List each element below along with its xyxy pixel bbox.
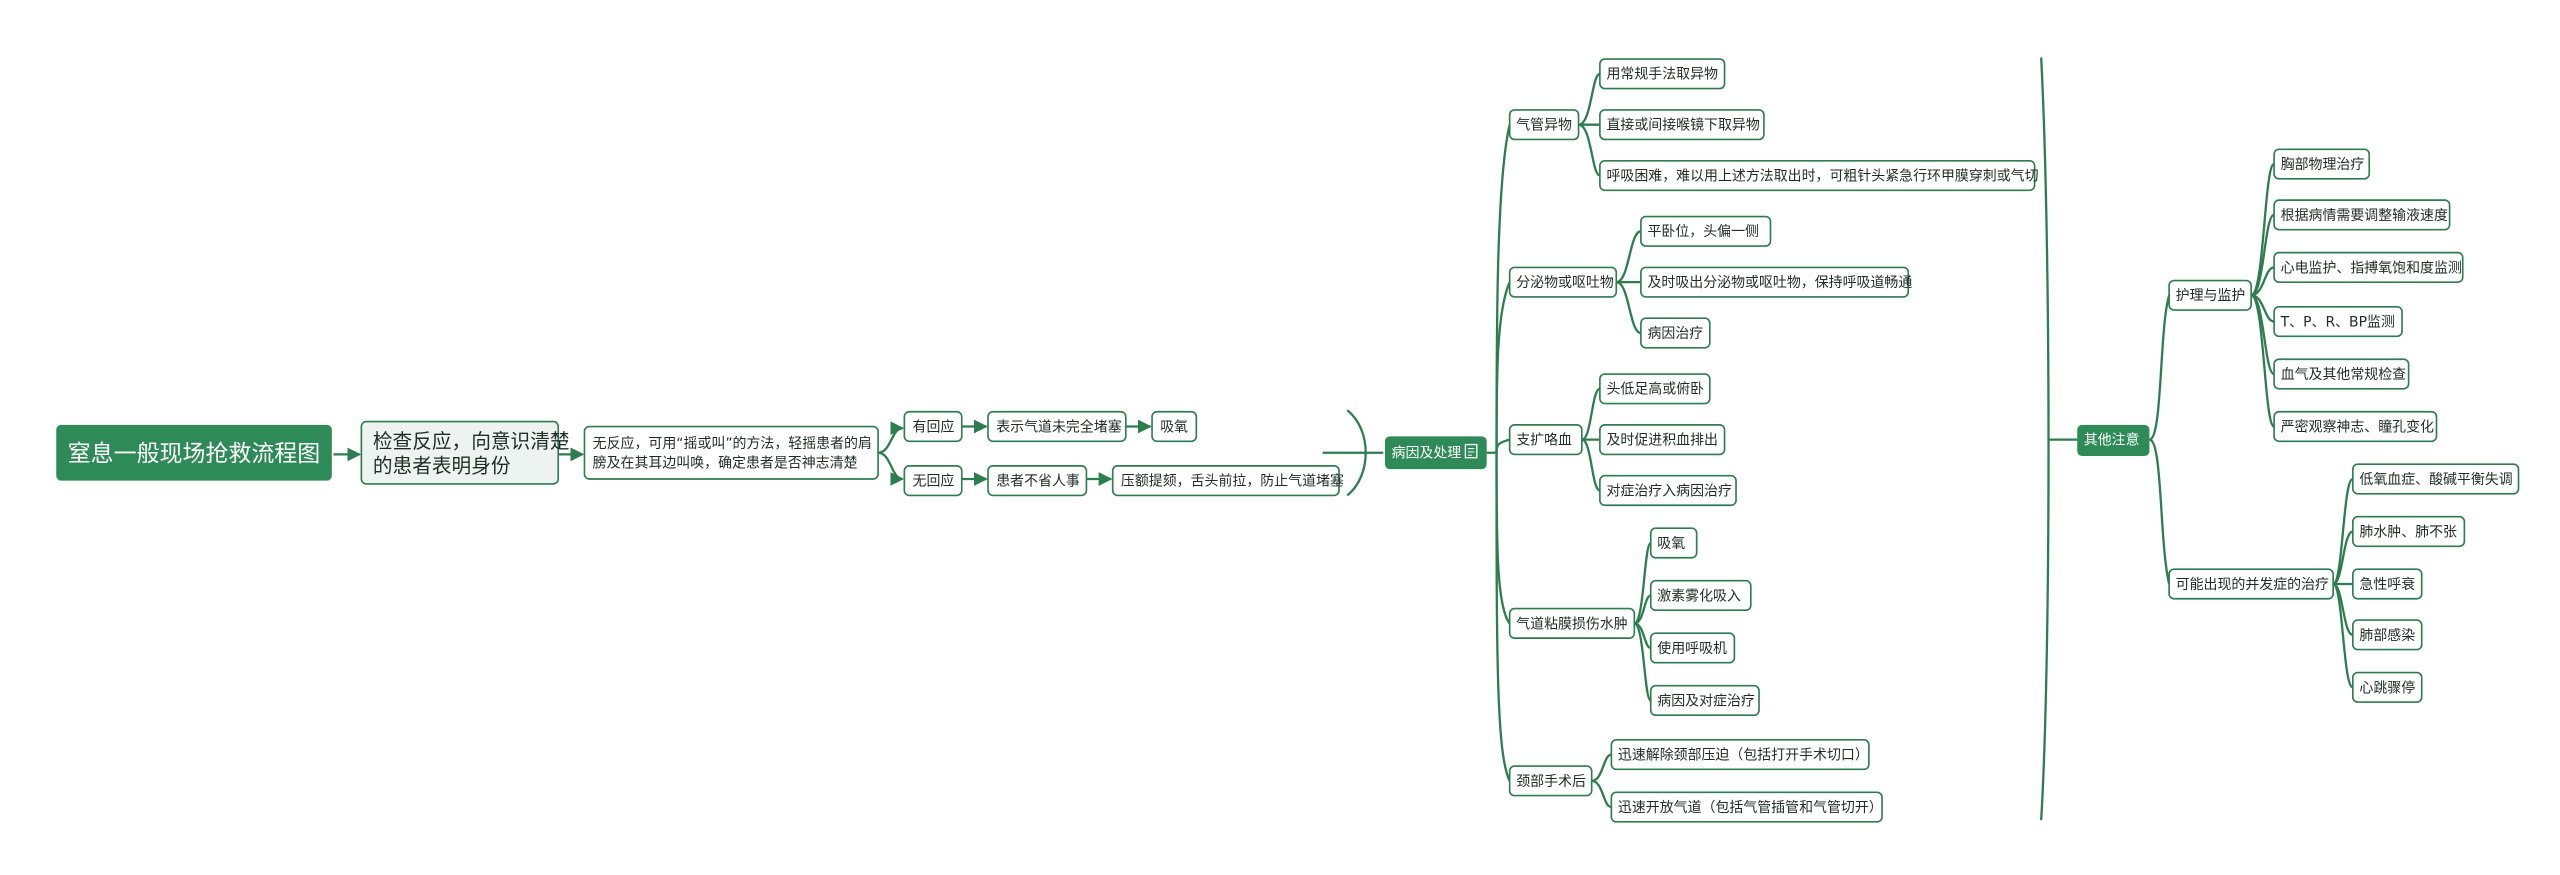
- cause-item[interactable]: 病因及对症治疗: [1649, 684, 1760, 717]
- notes-item[interactable]: 心跳骤停: [2352, 671, 2423, 703]
- cause-item-label: 迅速开放气道（包括气管插管和气管切开）: [1618, 800, 1883, 816]
- notes-item-label: 肺部感染: [2359, 627, 2415, 644]
- cause-item-label: 吸氧: [1657, 536, 1685, 552]
- note-icon: [1464, 443, 1478, 459]
- responsive-label: 有回应: [913, 418, 955, 435]
- responsive-next-node[interactable]: 表示气道未完全堵塞: [987, 410, 1127, 443]
- cause-node[interactable]: 病因及处理: [1384, 436, 1487, 470]
- cause-item[interactable]: 使用呼吸机: [1649, 632, 1736, 664]
- responsive-action-label: 吸氧: [1160, 419, 1188, 435]
- notes-item-label: 急性呼衰: [2359, 576, 2415, 593]
- cause-item-label: 用常规手法取异物: [1606, 67, 1718, 83]
- cause-item-label: 激素雾化吸入: [1657, 587, 1741, 604]
- notes-item-label: 低氧血症、酸碱平衡失调: [2359, 472, 2512, 488]
- cause-item[interactable]: 及时吸出分泌物或呕吐物，保持呼吸道畅通: [1640, 266, 1912, 298]
- notes-item[interactable]: 肺部感染: [2352, 619, 2423, 651]
- cause-item[interactable]: 用常规手法取异物: [1599, 58, 1726, 90]
- notes-item-label: 根据病情需要调整输液速度: [2281, 208, 2448, 224]
- cause-group-hemoptysis[interactable]: 支扩咯血: [1508, 424, 1583, 456]
- notes-item[interactable]: 根据病情需要调整输液速度: [2273, 199, 2451, 231]
- cause-group-label: 气管异物: [1516, 118, 1572, 134]
- cause-item-label: 及时吸出分泌物或呕吐物，保持呼吸道畅通: [1647, 275, 1912, 291]
- method-label-line2: 膀及在其耳边叫唤，确定患者是否神志清楚: [593, 455, 858, 472]
- cause-group-label: 气道粘膜损伤水肿: [1516, 616, 1628, 632]
- notes-item[interactable]: T、P、R、BP监测: [2273, 305, 2403, 338]
- cause-item[interactable]: 迅速开放气道（包括气管插管和气管切开）: [1610, 791, 1883, 823]
- notes-item-label: T、P、R、BP监测: [2280, 314, 2395, 330]
- unresponsive-node[interactable]: 无回应: [903, 465, 963, 497]
- notes-item-label: 胸部物理治疗: [2281, 157, 2365, 173]
- notes-item-label: 心跳骤停: [2359, 679, 2415, 696]
- check-label-line1: 检查反应，向意识清楚: [373, 430, 570, 453]
- unresponsive-label: 无回应: [913, 473, 955, 490]
- cause-item[interactable]: 对症治疗入病因治疗: [1599, 474, 1737, 507]
- notes-node[interactable]: 其他注意: [2077, 424, 2150, 457]
- cause-group-mucosal-edema[interactable]: 气道粘膜损伤水肿: [1508, 607, 1636, 639]
- check-label-line2: 的患者表明身份: [373, 454, 511, 477]
- cause-group-label: 支扩咯血: [1516, 433, 1572, 449]
- unresponsive-action-label: 压额提颏，舌头前拉，防止气道堵塞: [1121, 473, 1344, 490]
- notes-item-label: 血气及其他常规检查: [2281, 367, 2406, 383]
- method-node[interactable]: 无反应，可用“摇或叫”的方法，轻摇患者的肩 膀及在其耳边叫唤，确定患者是否神志清…: [583, 425, 879, 480]
- cause-item-label: 病因治疗: [1647, 326, 1703, 342]
- cause-label: 病因及处理: [1392, 446, 1462, 462]
- notes-item[interactable]: 急性呼衰: [2352, 568, 2423, 600]
- cause-item-label: 使用呼吸机: [1657, 640, 1727, 657]
- unresponsive-next-label: 患者不省人事: [996, 474, 1080, 490]
- notes-group-complications[interactable]: 可能出现的并发症的治疗: [2168, 568, 2334, 600]
- notes-item-label: 严密观察神志、瞳孔变化: [2281, 418, 2434, 435]
- cause-item[interactable]: 吸氧: [1649, 527, 1698, 559]
- cause-item-label: 及时促进积血排出: [1606, 433, 1718, 449]
- cause-item-label: 平卧位，头偏一侧: [1647, 224, 1759, 240]
- notes-item-label: 肺水肿、肺不张: [2359, 524, 2457, 540]
- cause-group-secretions[interactable]: 分泌物或呕吐物: [1508, 266, 1618, 298]
- cause-item-label: 直接或间接喉镜下取异物: [1606, 117, 1759, 134]
- unresponsive-action-node[interactable]: 压额提颏，舌头前拉，防止气道堵塞: [1111, 465, 1344, 497]
- notes-item[interactable]: 低氧血症、酸碱平衡失调: [2352, 463, 2520, 495]
- cause-item[interactable]: 迅速解除颈部压迫（包括打开手术切口）: [1610, 739, 1870, 771]
- method-label-line1: 无反应，可用“摇或叫”的方法，轻摇患者的肩: [593, 435, 872, 452]
- notes-label: 其他注意: [2084, 432, 2140, 449]
- check-node[interactable]: 检查反应，向意识清楚 的患者表明身份: [360, 420, 570, 485]
- root-node[interactable]: 窒息一般现场抢救流程图: [56, 424, 332, 481]
- notes-connectors: [2047, 162, 2354, 689]
- notes-group-label: 可能出现的并发症的治疗: [2176, 577, 2329, 593]
- cause-connectors: [1322, 72, 1652, 809]
- unresponsive-next-node[interactable]: 患者不省人事: [987, 465, 1088, 497]
- cause-item[interactable]: 病因治疗: [1640, 317, 1711, 349]
- cause-item-label: 头低足高或俯卧: [1606, 381, 1704, 398]
- cause-group-neck-surgery[interactable]: 颈部手术后: [1508, 765, 1593, 797]
- notes-item[interactable]: 胸部物理治疗: [2273, 148, 2371, 180]
- notes-group-care[interactable]: 护理与监护: [2168, 279, 2252, 311]
- section-divider: [2040, 57, 2050, 821]
- cause-item-label: 迅速解除颈部压迫（包括打开手术切口）: [1618, 747, 1869, 764]
- cause-item[interactable]: 及时促进积血排出: [1599, 424, 1726, 456]
- cause-item-label: 对症治疗入病因治疗: [1606, 483, 1731, 499]
- left-connectors: [333, 419, 1152, 486]
- cause-group-label: 分泌物或呕吐物: [1516, 275, 1614, 291]
- root-label: 窒息一般现场抢救流程图: [68, 441, 320, 467]
- notes-item[interactable]: 严密观察神志、瞳孔变化: [2273, 410, 2438, 443]
- cause-group-foreign-body[interactable]: 气管异物: [1508, 109, 1580, 141]
- responsive-next-label: 表示气道未完全堵塞: [996, 418, 1121, 435]
- notes-group-label: 护理与监护: [2176, 288, 2246, 304]
- cause-item[interactable]: 激素雾化吸入: [1649, 579, 1752, 612]
- cause-item[interactable]: 平卧位，头偏一侧: [1640, 215, 1772, 247]
- responsive-node[interactable]: 有回应: [903, 410, 963, 443]
- cause-item[interactable]: 直接或间接喉镜下取异物: [1599, 109, 1765, 141]
- cause-item-label: 呼吸困难，难以用上述方法取出时，可粗针头紧急行环甲膜穿刺或气切: [1606, 168, 2038, 184]
- notes-item[interactable]: 血气及其他常规检查: [2273, 358, 2410, 390]
- responsive-action-node[interactable]: 吸氧: [1151, 410, 1198, 443]
- notes-item-label: 心电监护、指搏氧饱和度监测: [2281, 259, 2462, 276]
- cause-item-label: 病因及对症治疗: [1657, 693, 1755, 709]
- notes-item[interactable]: 肺水肿、肺不张: [2352, 515, 2466, 548]
- notes-item[interactable]: 心电监护、指搏氧饱和度监测: [2273, 251, 2464, 283]
- cause-group-label: 颈部手术后: [1516, 774, 1586, 790]
- cause-item[interactable]: 呼吸困难，难以用上述方法取出时，可粗针头紧急行环甲膜穿刺或气切: [1599, 159, 2039, 192]
- cause-item[interactable]: 头低足高或俯卧: [1599, 373, 1711, 405]
